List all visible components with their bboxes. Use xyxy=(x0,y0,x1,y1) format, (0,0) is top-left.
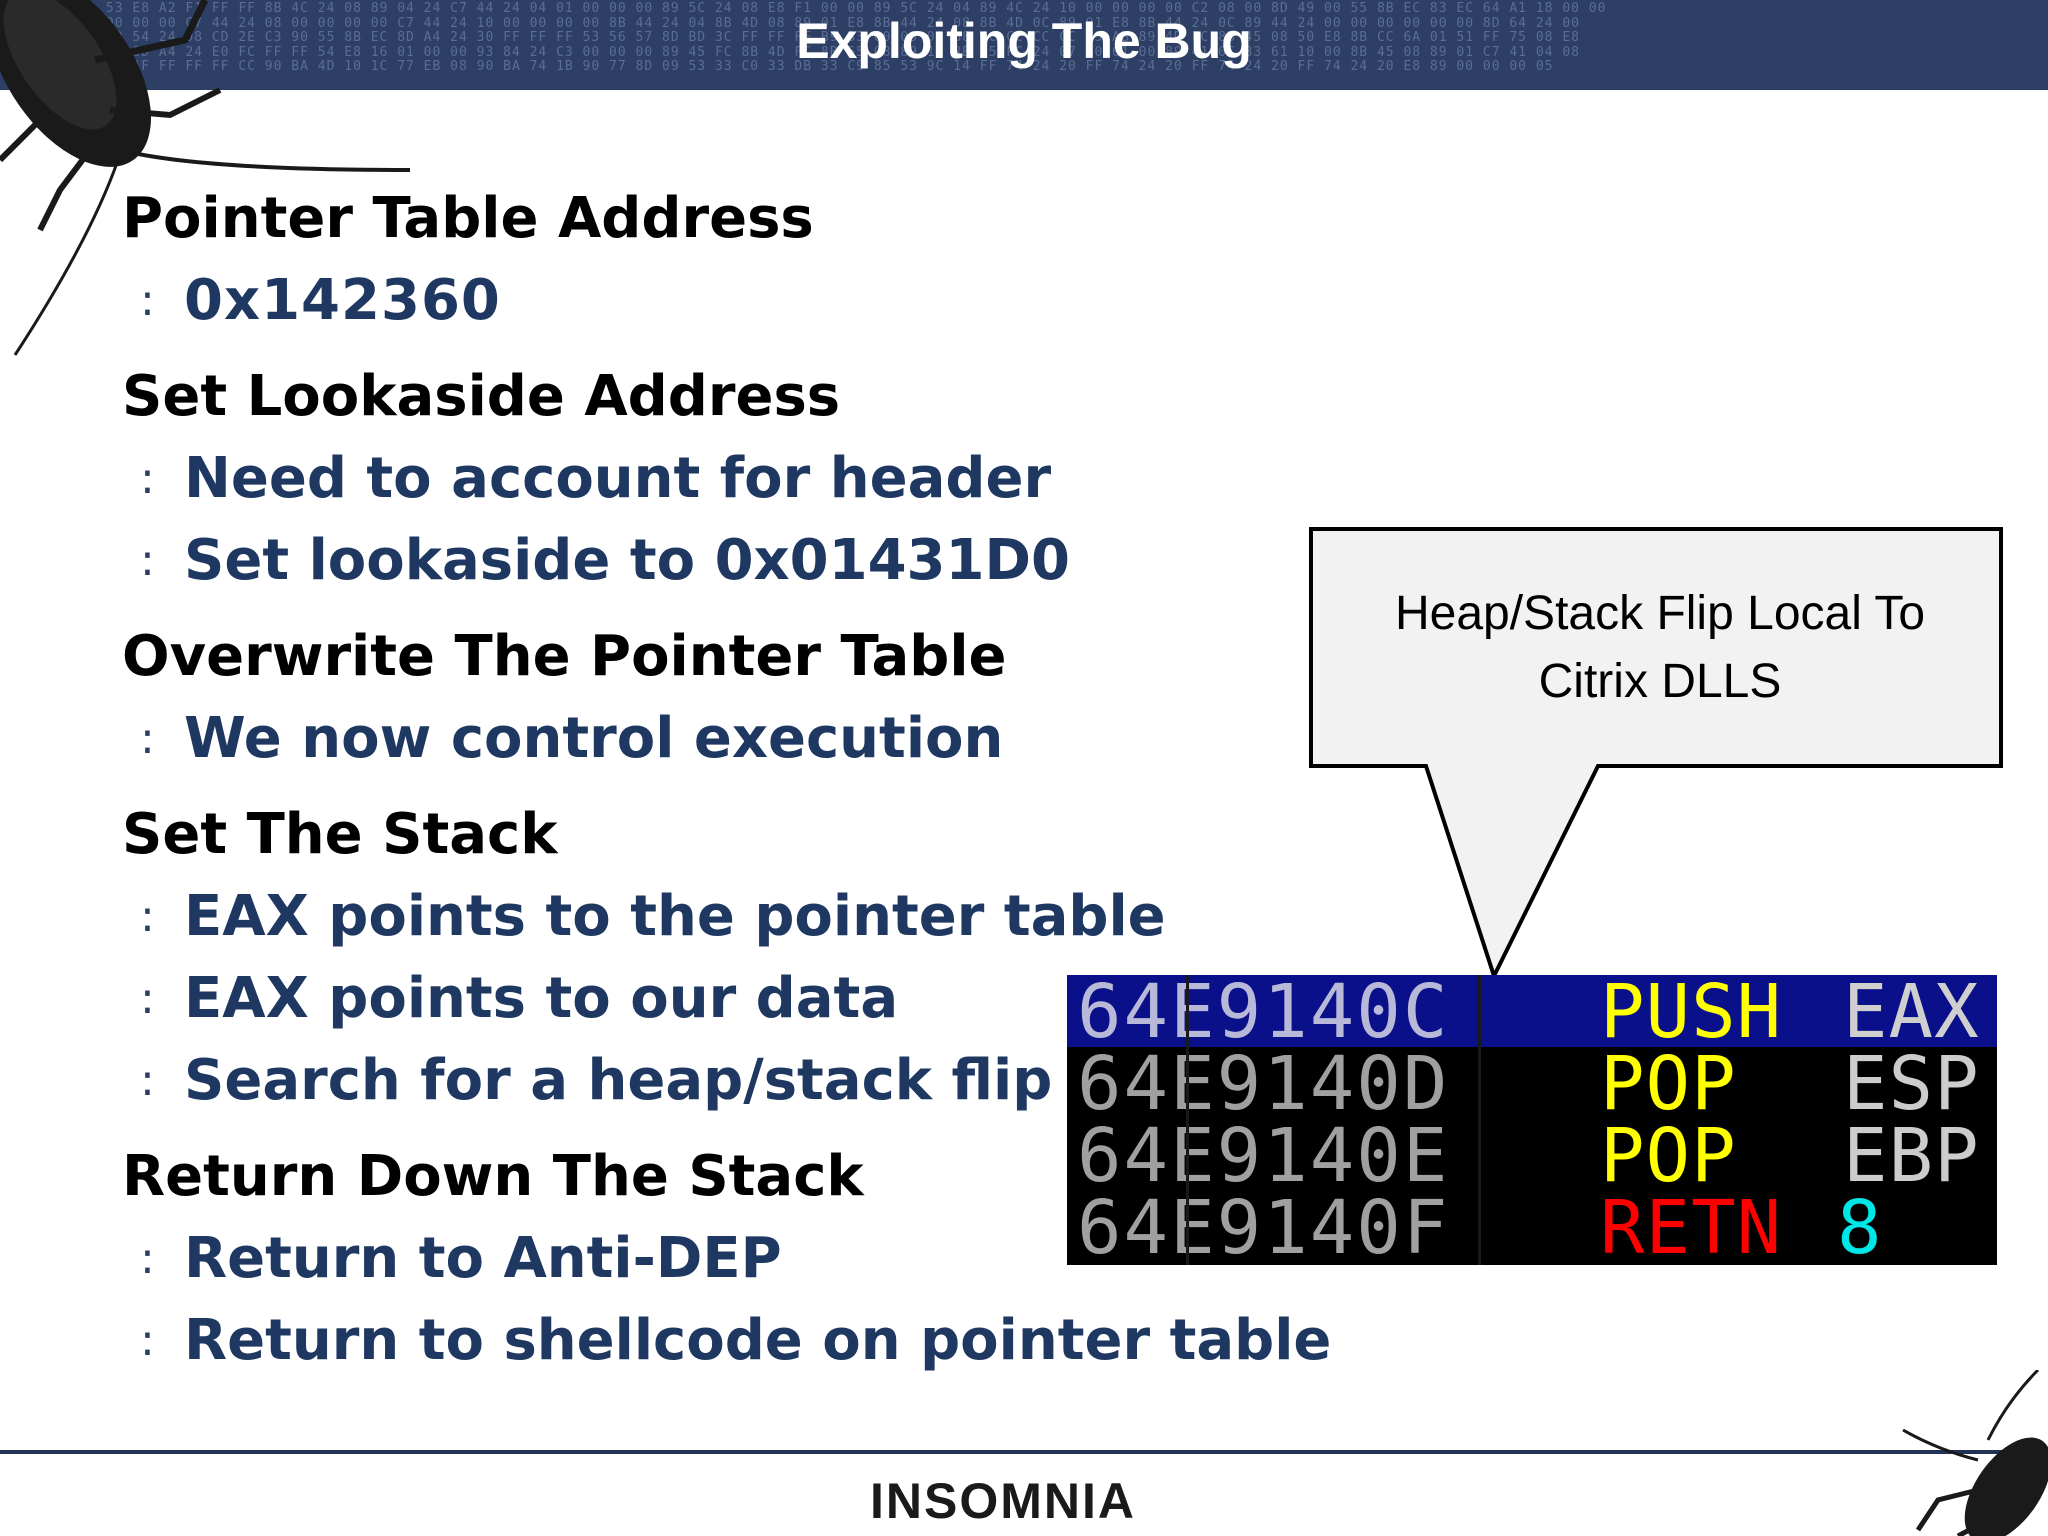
slide-header: 59 6A 00 51 53 E8 A2 F1 FF FF 8B 4C 24 0… xyxy=(0,0,2048,90)
list-item: : Need to account for header xyxy=(122,438,1342,520)
hex-line: E8 64 24 00 8D 54 24 08 CD 2E C3 90 55 8… xyxy=(0,30,1580,45)
list-item-text: We now control execution xyxy=(184,706,1004,771)
list-item: : Return to Anti-DEP xyxy=(122,1218,1342,1300)
disassembly-row[interactable]: 64E9140F RETN 8 xyxy=(1067,1185,1997,1271)
bullet-marker: : xyxy=(140,713,155,764)
disassembly-row[interactable]: 64E9140E POP EBP xyxy=(1067,1113,1997,1199)
list-item-text: Return to shellcode on pointer table xyxy=(184,1308,1332,1373)
list-item-text: Return to Anti-DEP xyxy=(184,1226,782,1291)
instruction-mnemonic: POP xyxy=(1600,1113,1737,1199)
list-item: : EAX points to our data xyxy=(122,958,1342,1040)
disassembly-row[interactable]: 64E9140C PUSH EAX xyxy=(1067,969,1997,1055)
list-item-text: EAX points to the pointer table xyxy=(184,884,1166,949)
bullet-marker: : xyxy=(140,1055,155,1106)
list-item-text: 0x142360 xyxy=(184,268,501,333)
instruction-address: 64E9140F xyxy=(1077,1185,1450,1271)
column-divider xyxy=(1478,975,1481,1265)
instruction-operand: EAX xyxy=(1843,969,1980,1055)
list-item-text: Set lookaside to 0x01431D0 xyxy=(184,528,1070,593)
instruction-address: 64E9140D xyxy=(1077,1041,1450,1127)
bullet-marker: : xyxy=(140,891,155,942)
bullet-marker: : xyxy=(140,1315,155,1366)
instruction-operand: EBP xyxy=(1843,1113,1980,1199)
callout-text: Heap/Stack Flip Local To Citrix DLLS xyxy=(1315,580,2005,716)
disassembly-panel: 64E9140C PUSH EAX 64E9140D POP ESP 64E91… xyxy=(1067,975,1997,1265)
disassembly-row[interactable]: 64E9140D POP ESP xyxy=(1067,1041,1997,1127)
instruction-mnemonic: POP xyxy=(1600,1041,1737,1127)
list-item: : We now control execution xyxy=(122,698,1342,780)
callout-line: Heap/Stack Flip Local To xyxy=(1394,587,1926,640)
callout-bubble xyxy=(1309,527,2003,976)
instruction-mnemonic: RETN xyxy=(1600,1185,1783,1271)
heading-return-down-the-stack: Return Down The Stack xyxy=(122,1144,864,1209)
heading-set-the-stack: Set The Stack xyxy=(122,802,558,867)
list-item: :0x142360 xyxy=(122,260,1342,342)
list-item: : EAX points to the pointer table xyxy=(122,876,1342,958)
bullet-marker: : xyxy=(140,275,155,326)
instruction-address: 64E9140C xyxy=(1077,969,1450,1055)
hex-line: 59 6A 00 51 53 E8 A2 F1 FF FF 8B 4C 24 0… xyxy=(0,1,1607,16)
slide-title: Exploiting The Bug xyxy=(796,13,1252,69)
bullet-marker: : xyxy=(140,535,155,586)
list-item-text: Need to account for header xyxy=(184,446,1052,511)
heading-pointer-table-address: Pointer Table Address xyxy=(122,186,814,251)
hex-line: 44 24 04 00 00 00 00 C7 44 24 08 00 00 0… xyxy=(0,15,1580,31)
cockroach-icon xyxy=(1902,1370,2048,1536)
bullet-marker: : xyxy=(140,453,155,504)
bullet-list: Pointer Table Address :0x142360 Set Look… xyxy=(122,178,1342,1382)
hex-line: E0 FF FF 50 E8 AF FF FF FF CC 90 BA 4D 1… xyxy=(0,59,1554,74)
bullet-marker: : xyxy=(140,973,155,1024)
list-item-text: Search for a heap/stack flip xyxy=(184,1048,1053,1113)
heading-overwrite-pointer-table: Overwrite The Pointer Table xyxy=(122,624,1007,689)
instruction-mnemonic: PUSH xyxy=(1600,969,1783,1055)
cockroach-icon xyxy=(0,0,411,356)
instruction-operand: ESP xyxy=(1843,1041,1980,1127)
footer-divider xyxy=(0,1450,2048,1454)
list-item: : Search for a heap/stack flip xyxy=(122,1040,1342,1122)
callout-line: Citrix DLLS xyxy=(1538,655,1782,708)
insomnia-logo: INSOMNIA xyxy=(870,1473,1136,1529)
hex-dump-background: 59 6A 00 51 53 E8 A2 F1 FF FF 8B 4C 24 0… xyxy=(0,1,2048,75)
list-item: : Set lookaside to 0x01431D0 xyxy=(122,520,1342,602)
bullet-marker: : xyxy=(140,1233,155,1284)
list-item-text: EAX points to our data xyxy=(184,966,899,1031)
column-divider xyxy=(1186,975,1189,1265)
hex-line: 01 00 55 8B EC 8D A4 24 E0 FC FF FF 54 E… xyxy=(0,44,1580,60)
instruction-operand: 8 xyxy=(1837,1185,1883,1271)
heading-set-lookaside-address: Set Lookaside Address xyxy=(122,364,841,429)
list-item: : Return to shellcode on pointer table xyxy=(122,1300,1342,1382)
instruction-address: 64E9140E xyxy=(1077,1113,1450,1199)
